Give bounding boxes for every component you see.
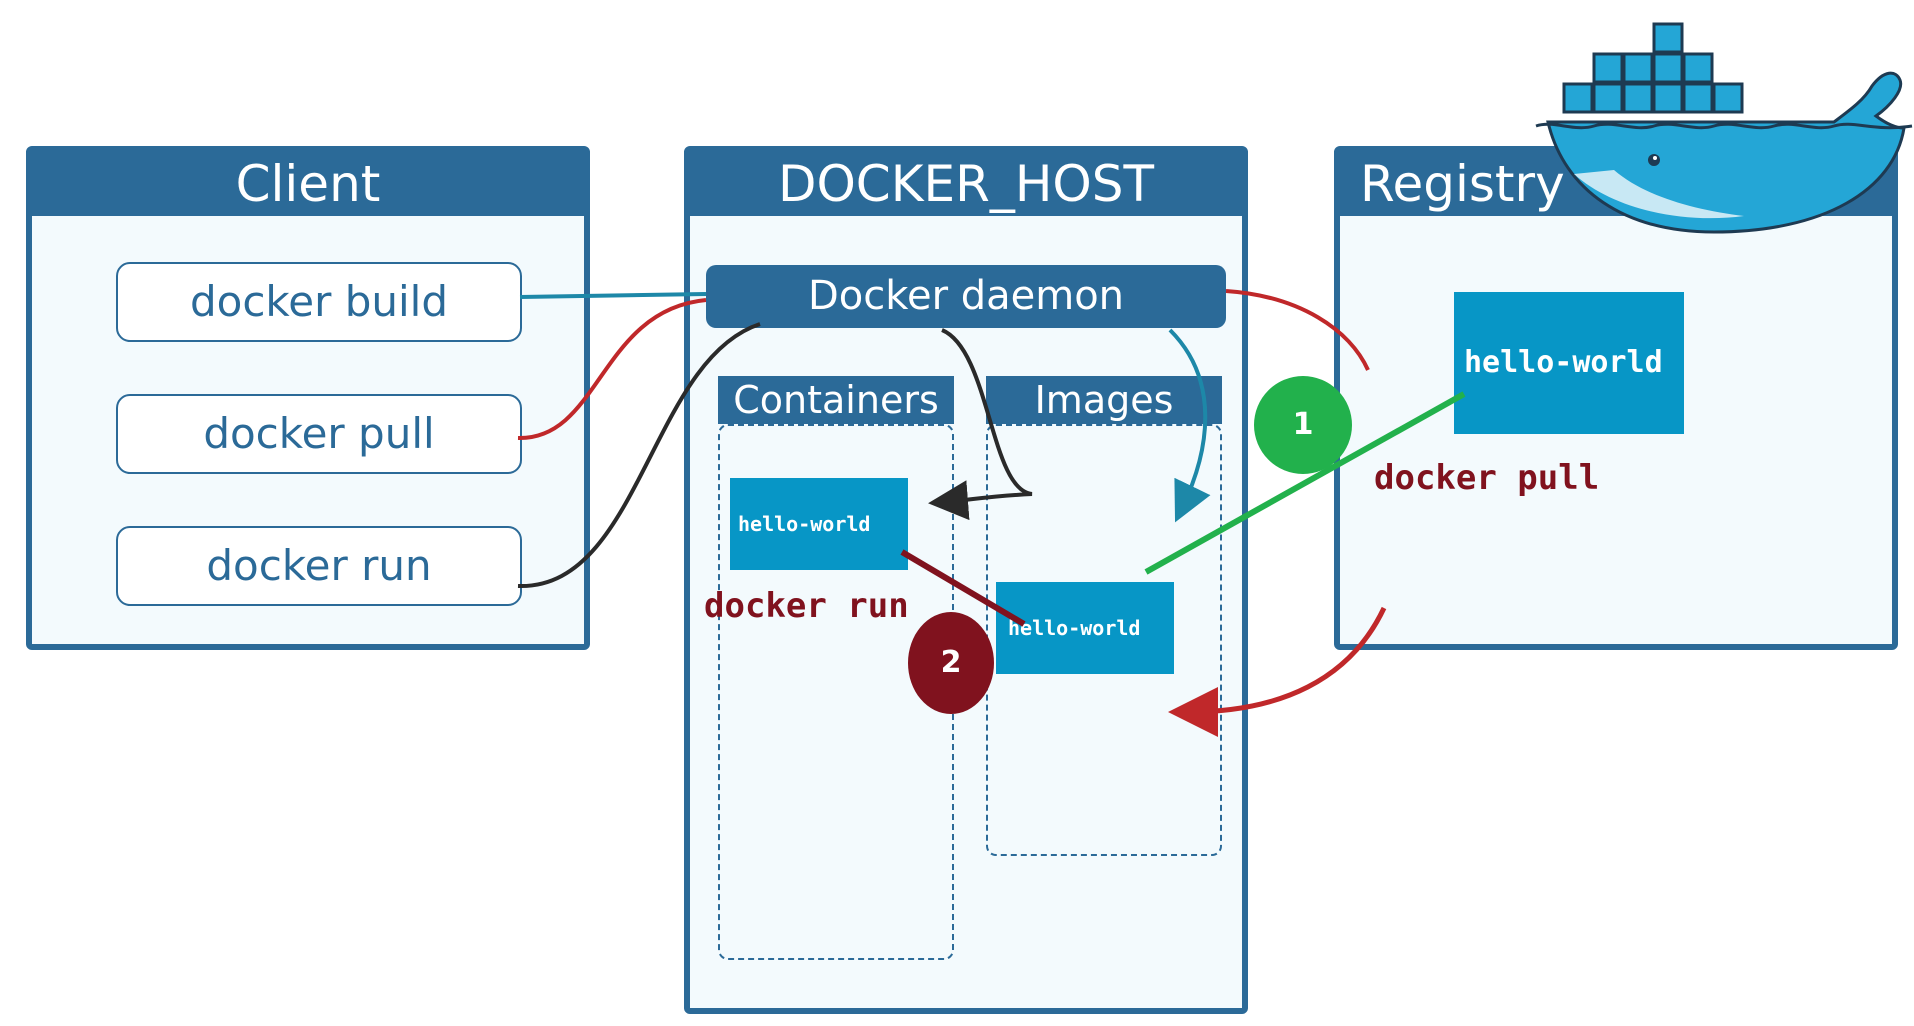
docker-build-command[interactable]: docker build xyxy=(116,262,522,342)
pull-line-client xyxy=(517,298,707,441)
docker-run-command[interactable]: docker run xyxy=(116,526,522,606)
docker-daemon[interactable]: Docker daemon xyxy=(706,265,1226,328)
docker-host-title: DOCKER_HOST xyxy=(690,152,1242,216)
images-header: Images xyxy=(986,376,1222,424)
image-hello-world[interactable]: hello-world xyxy=(996,582,1174,674)
daemon-images-arrow xyxy=(1168,328,1211,523)
step1-line xyxy=(1144,391,1466,575)
docker-pull-label: docker pull xyxy=(1374,458,1600,498)
daemon-containers-arrow xyxy=(928,328,1033,521)
pull-return-arrow xyxy=(1168,606,1387,737)
step-1-badge: 1 xyxy=(1254,376,1352,474)
container-hello-world[interactable]: hello-world xyxy=(730,478,908,570)
build-line xyxy=(519,292,707,299)
step2-line xyxy=(900,549,1026,627)
client-title: Client xyxy=(32,152,584,216)
containers-header: Containers xyxy=(718,376,954,424)
run-line-client xyxy=(517,322,761,589)
client-panel: Client docker build docker pull docker r… xyxy=(26,146,590,650)
docker-pull-command[interactable]: docker pull xyxy=(116,394,522,474)
docker-whale-logo xyxy=(1535,22,1913,234)
step-2-badge: 2 xyxy=(908,612,994,714)
docker-run-label: docker run xyxy=(704,586,909,626)
pull-line-registry xyxy=(1225,289,1370,371)
registry-hello-world[interactable]: hello-world xyxy=(1454,292,1684,434)
